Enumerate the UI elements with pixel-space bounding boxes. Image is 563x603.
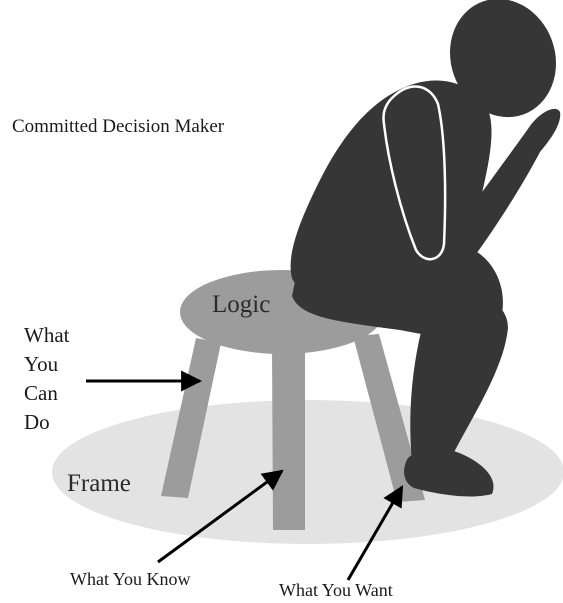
stool-middle-leg	[272, 346, 305, 530]
leg-label-can-do-line: Do	[24, 408, 69, 437]
ground-label-frame: Frame	[67, 470, 131, 498]
diagram-title: Committed Decision Maker	[12, 116, 224, 138]
leg-label-can-do-line: What	[24, 321, 69, 350]
leg-label-want: What You Want	[279, 580, 393, 601]
leg-label-can-do: What You Can Do	[24, 321, 69, 437]
leg-label-can-do-line: Can	[24, 379, 69, 408]
leg-label-can-do-line: You	[24, 350, 69, 379]
seat-label-logic: Logic	[212, 291, 270, 319]
leg-label-know: What You Know	[70, 569, 191, 590]
